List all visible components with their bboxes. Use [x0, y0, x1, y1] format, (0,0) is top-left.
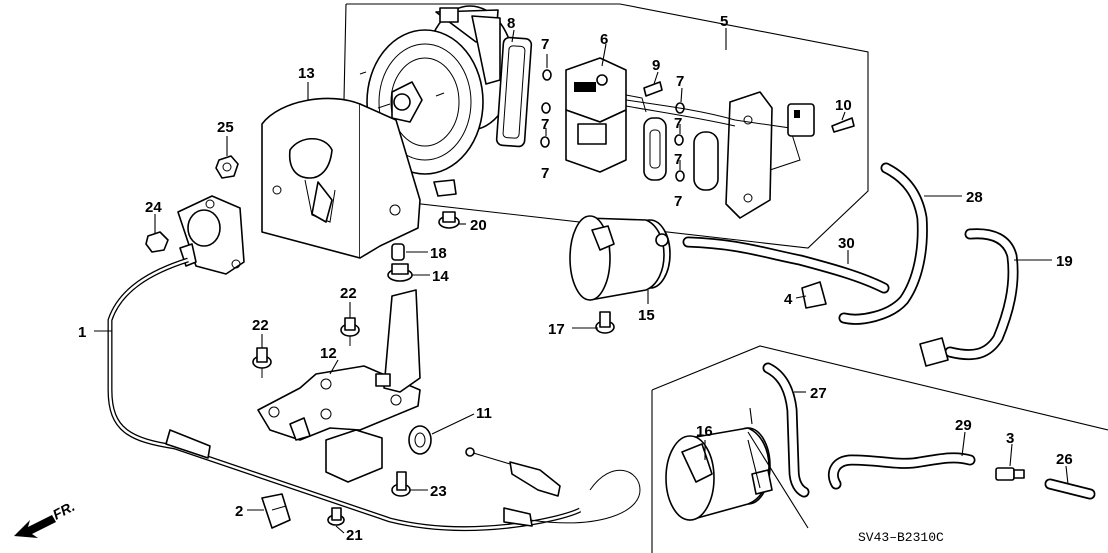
mount-clip: [433, 179, 457, 197]
callout-labels: 1 2 3 4 5 6 7 7 7 7 7 7 7 8 9 10 11 12 1…: [78, 13, 1073, 544]
hose-29: [827, 452, 976, 490]
callout-25: 25: [217, 119, 234, 136]
callout-26: 26: [1056, 451, 1073, 468]
bolt-22-right: [340, 317, 360, 346]
callout-11: 11: [476, 405, 492, 422]
hose-19: [919, 228, 1019, 367]
hose-30: [682, 236, 890, 294]
lower-leaders: [747, 407, 809, 529]
callout-7e: 7: [674, 115, 682, 132]
leader-lines: [94, 28, 1069, 534]
callout-1: 1: [78, 324, 86, 341]
callout-6: 6: [600, 31, 608, 48]
actuator-bracket: [261, 97, 421, 259]
callout-24: 24: [145, 199, 162, 216]
harness-bracket: [625, 91, 855, 219]
hose-26: [1044, 478, 1096, 500]
seal-grommets: [643, 117, 719, 191]
callout-10: 10: [835, 97, 852, 114]
throttle-cable: [107, 257, 641, 532]
hose-28: [838, 162, 928, 325]
vacuum-tank-15: [569, 215, 671, 301]
collar-18: [391, 243, 405, 261]
callout-5: 5: [720, 13, 728, 30]
solenoid-valve: [565, 57, 647, 173]
bolt-23: [391, 471, 411, 497]
cable-clip: [261, 493, 291, 529]
callout-15: 15: [638, 307, 655, 324]
bolt-21: [327, 507, 345, 526]
callout-9: 9: [652, 57, 660, 74]
callout-23: 23: [430, 483, 447, 500]
grommet-14: [387, 263, 413, 282]
callout-7d: 7: [541, 165, 549, 182]
callout-2: 2: [235, 503, 243, 520]
bolt-17: [595, 311, 615, 334]
callout-19: 19: [1056, 253, 1073, 270]
callout-14: 14: [432, 268, 449, 285]
lower-assembly-outline: [651, 345, 1108, 553]
callout-29: 29: [955, 417, 972, 434]
cable-actuator-end: [177, 195, 245, 275]
nut-24: [145, 231, 169, 253]
callout-16: 16: [696, 423, 713, 440]
hose-clip-4: [801, 281, 827, 309]
callout-7f: 7: [674, 151, 682, 168]
callout-7b: 7: [676, 73, 684, 90]
callout-27: 27: [810, 385, 827, 402]
check-valve-3: [995, 467, 1025, 481]
callout-21: 21: [346, 527, 363, 544]
callout-20: 20: [470, 217, 487, 234]
callout-17: 17: [548, 321, 565, 338]
callout-4: 4: [784, 291, 793, 308]
callout-7a: 7: [541, 36, 549, 53]
callout-28: 28: [966, 189, 983, 206]
bolt-22-left: [252, 347, 272, 378]
callout-22a: 22: [252, 317, 269, 334]
grommet-11: [408, 425, 432, 455]
callout-3: 3: [1006, 430, 1014, 447]
diagram-code: SV43–B2310C: [858, 530, 944, 545]
callout-8: 8: [507, 15, 515, 32]
screw-9: [643, 81, 663, 97]
o-rings: [540, 69, 685, 182]
hose-27: [762, 362, 810, 498]
bolt-20: [438, 211, 460, 229]
callout-30: 30: [838, 235, 855, 252]
actuator-gasket: [495, 36, 533, 148]
callout-22b: 22: [340, 285, 357, 302]
mounting-bracket: [257, 289, 421, 483]
callout-12: 12: [320, 345, 337, 362]
front-direction-arrow: FR.: [14, 498, 77, 538]
nut-25: [215, 155, 239, 179]
callout-18: 18: [430, 245, 447, 262]
callout-13: 13: [298, 65, 315, 82]
callout-7c: 7: [541, 116, 549, 133]
callout-7g: 7: [674, 193, 682, 210]
